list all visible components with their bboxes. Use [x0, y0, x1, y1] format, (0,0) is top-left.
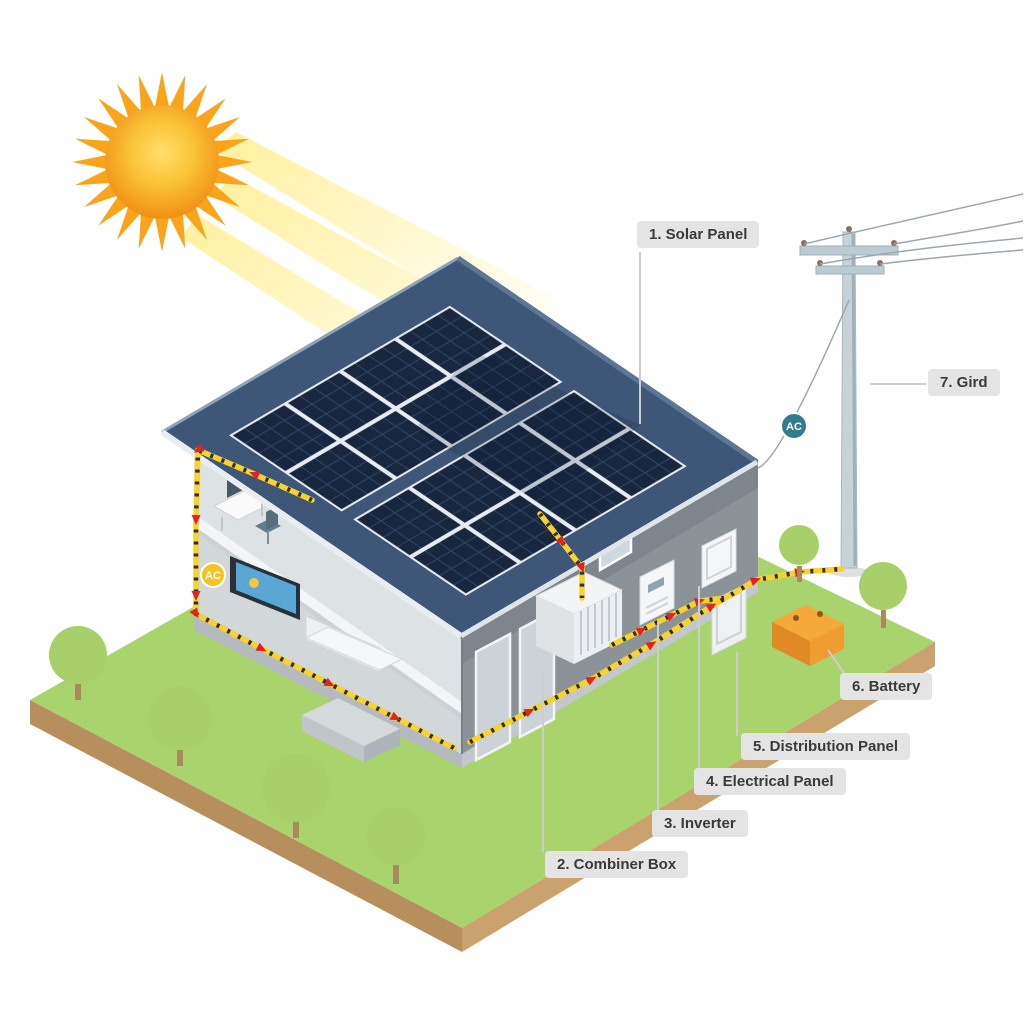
svg-text:AC: AC	[786, 421, 802, 433]
glass-door	[474, 631, 512, 763]
svg-text:AC: AC	[205, 570, 221, 582]
trees	[49, 525, 907, 884]
service-drop-line	[757, 299, 850, 469]
leader-lines	[542, 252, 926, 852]
tree	[367, 807, 425, 884]
label-grid: 7. Gird	[928, 369, 1000, 396]
tree	[262, 754, 330, 838]
ac-badge-house: AC	[200, 562, 226, 588]
tree	[49, 626, 107, 700]
bush	[779, 525, 819, 582]
utility-pole	[757, 193, 1024, 577]
bush	[859, 562, 907, 628]
wiring	[189, 443, 845, 751]
label-electrical-panel: 4. Electrical Panel	[694, 768, 846, 795]
label-inverter: 3. Inverter	[652, 810, 748, 837]
label-distribution-panel: 5. Distribution Panel	[741, 733, 911, 760]
sun-icon	[72, 72, 252, 252]
label-battery: 6. Battery	[840, 673, 933, 700]
roof-shadow	[415, 350, 640, 505]
label-solar-panel: 1. Solar Panel	[637, 221, 760, 248]
tree	[148, 686, 212, 766]
ac-badge-grid: AC	[780, 412, 808, 440]
label-combiner-box: 2. Combiner Box	[545, 851, 689, 878]
solar-panel-array	[353, 389, 687, 596]
